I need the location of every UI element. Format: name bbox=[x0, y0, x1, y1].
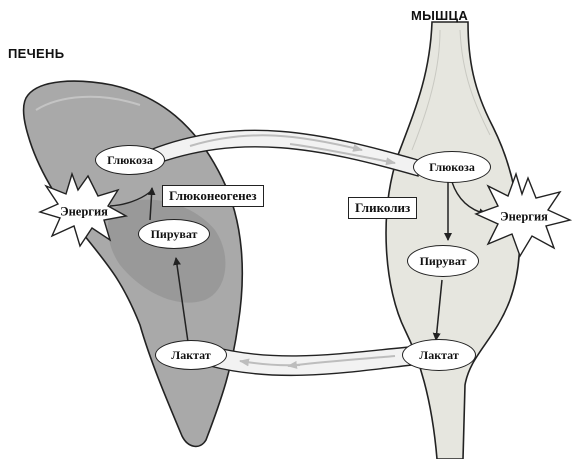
liver-title: ПЕЧЕНЬ bbox=[8, 46, 64, 61]
glycolysis-label: Гликолиз bbox=[348, 197, 417, 219]
muscle-pyruvate-node: Пируват bbox=[407, 245, 479, 277]
muscle-glucose-node: Глюкоза bbox=[413, 151, 491, 183]
muscle-energy-label: Энергия bbox=[500, 210, 548, 225]
liver-pyruvate-node: Пируват bbox=[138, 219, 210, 249]
liver-lactate-node: Лактат bbox=[155, 340, 227, 370]
muscle-shape bbox=[386, 22, 520, 459]
gluconeogenesis-label: Глюконеогенез bbox=[162, 185, 264, 207]
muscle-title: МЫШЦА bbox=[411, 8, 468, 23]
liver-glucose-node: Глюкоза bbox=[95, 145, 165, 175]
liver-energy-label: Энергия bbox=[60, 205, 108, 220]
muscle-lactate-node: Лактат bbox=[402, 339, 476, 371]
